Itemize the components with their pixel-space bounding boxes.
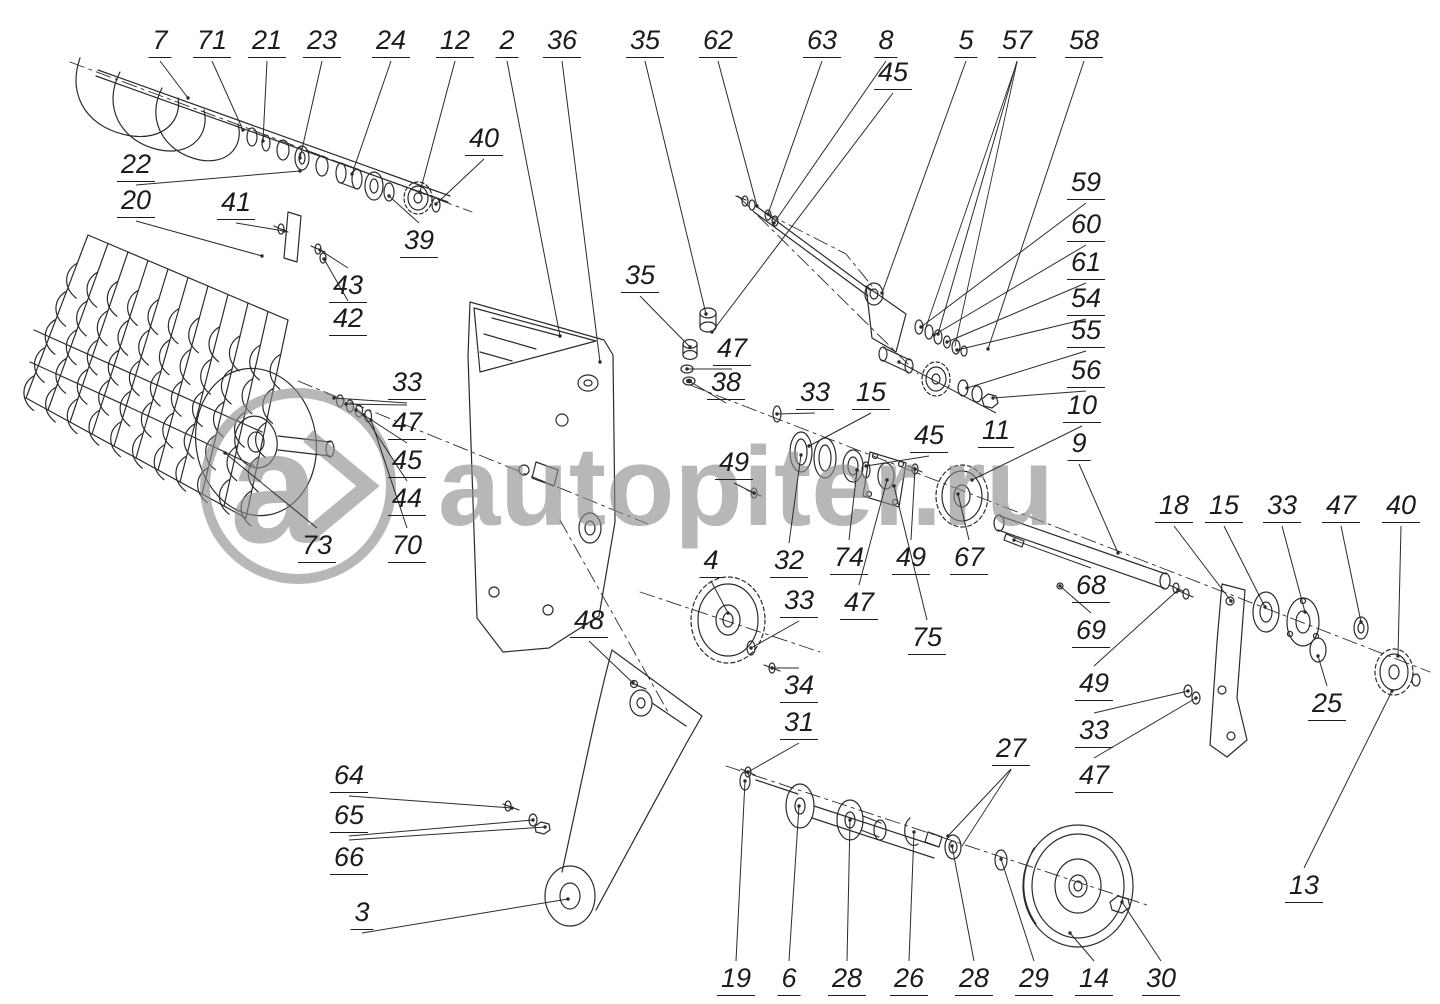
bracket-plate [273, 211, 327, 264]
fan-leader-lines [924, 61, 1018, 847]
right-bracket-assembly [1168, 582, 1421, 758]
bolt-48 [629, 679, 647, 690]
side-plate [467, 301, 616, 653]
mid-shaft-assembly [746, 405, 1171, 590]
drive-sprocket [690, 576, 781, 778]
crank-arm [544, 649, 703, 927]
tension-rod-assembly [680, 195, 999, 409]
auger-spiral [75, 57, 451, 203]
pickup-reel [23, 234, 373, 527]
wheel-axle-assembly [739, 771, 1134, 948]
pivot-bolt-set [502, 800, 551, 835]
